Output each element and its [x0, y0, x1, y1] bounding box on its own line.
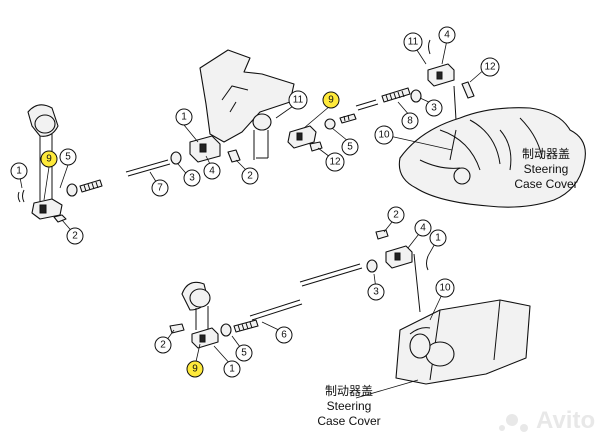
callout-7: 7	[151, 179, 169, 197]
callout-11: 11	[288, 90, 308, 110]
svg-text:5: 5	[65, 152, 71, 163]
callout-2: 2	[387, 206, 405, 224]
callout-4: 4	[438, 26, 456, 44]
svg-text:制动器盖: 制动器盖	[325, 384, 373, 398]
svg-text:10: 10	[439, 283, 451, 294]
upper-case-cover	[398, 107, 586, 208]
svg-text:2: 2	[160, 340, 166, 351]
callout-3: 3	[425, 99, 443, 117]
callout-8: 8	[401, 112, 419, 130]
svg-text:Steering: Steering	[327, 399, 372, 413]
svg-text:3: 3	[431, 103, 437, 114]
callout-11: 11	[403, 32, 423, 52]
svg-text:12: 12	[484, 62, 496, 73]
svg-text:2: 2	[72, 231, 78, 242]
lower-case-cover	[395, 299, 531, 385]
svg-text:6: 6	[281, 330, 287, 341]
callout-2: 2	[241, 167, 259, 185]
svg-text:Case Cover: Case Cover	[317, 414, 380, 428]
callout-9: 9	[322, 91, 340, 109]
svg-text:4: 4	[444, 30, 450, 41]
svg-text:9: 9	[328, 95, 334, 106]
upper-right-clevis	[427, 39, 475, 121]
svg-text:4: 4	[209, 166, 215, 177]
svg-text:10: 10	[378, 130, 390, 141]
callouts: 1 9 5 2 7 1 3 4 2 11 9 5 12 11 4 12 8 3 …	[10, 26, 500, 378]
svg-text:制动器盖: 制动器盖	[522, 147, 570, 161]
svg-text:1: 1	[435, 233, 441, 244]
callout-5: 5	[341, 138, 359, 156]
lower-right-clevis	[375, 229, 429, 313]
callout-1: 1	[10, 162, 28, 180]
callout-4: 4	[203, 162, 221, 180]
svg-text:12: 12	[329, 157, 341, 168]
svg-text:11: 11	[408, 37, 419, 48]
svg-text:Avito: Avito	[536, 407, 595, 434]
svg-text:5: 5	[347, 142, 353, 153]
callout-10: 10	[374, 125, 394, 145]
rod-7	[66, 159, 171, 197]
svg-text:1: 1	[16, 166, 22, 177]
svg-text:9: 9	[192, 364, 198, 375]
svg-text:1: 1	[181, 112, 187, 123]
svg-text:1: 1	[229, 364, 235, 375]
svg-text:5: 5	[241, 348, 247, 359]
callout-9: 9	[186, 360, 204, 378]
long-rod	[249, 259, 378, 321]
callout-5: 5	[59, 148, 77, 166]
svg-text:Steering: Steering	[524, 162, 569, 176]
rod-8	[355, 87, 422, 111]
callout-3: 3	[183, 169, 201, 187]
svg-text:8: 8	[407, 116, 413, 127]
svg-text:2: 2	[393, 210, 399, 221]
callout-5: 5	[235, 344, 253, 362]
callout-12: 12	[325, 152, 345, 172]
callout-1: 1	[175, 108, 193, 126]
svg-text:9: 9	[46, 154, 52, 165]
callout-10: 10	[435, 278, 455, 298]
svg-text:4: 4	[420, 223, 426, 234]
callout-1: 1	[223, 360, 241, 378]
upper-middle-joint	[170, 135, 241, 165]
callout-2: 2	[154, 336, 172, 354]
bottom-cover-label: 制动器盖 Steering Case Cover	[317, 384, 380, 428]
lower-left-joint	[169, 281, 259, 349]
svg-text:2: 2	[247, 171, 253, 182]
callout-12: 12	[480, 57, 500, 77]
callout-1: 1	[429, 229, 447, 247]
svg-text:Case Cover: Case Cover	[514, 177, 577, 191]
top-cover-label: 制动器盖 Steering Case Cover	[514, 147, 577, 191]
avito-watermark: Avito	[499, 407, 595, 434]
callout-9: 9	[40, 150, 58, 168]
callout-6: 6	[275, 326, 293, 344]
callout-3: 3	[367, 283, 385, 301]
upper-left-joint	[17, 104, 67, 223]
callout-2: 2	[66, 227, 84, 245]
svg-text:11: 11	[293, 95, 304, 106]
callout-4: 4	[414, 219, 432, 237]
svg-text:3: 3	[373, 287, 379, 298]
upper-clevis	[287, 113, 357, 152]
svg-text:3: 3	[189, 173, 195, 184]
svg-text:7: 7	[157, 183, 163, 194]
